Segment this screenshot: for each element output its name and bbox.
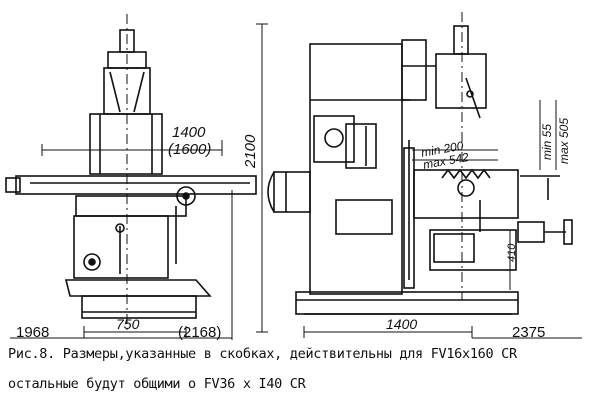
machine-drawing [5,12,582,340]
dim-vertical-min: min 55 [540,123,554,160]
dim-base-width-right: 1400 [386,316,418,332]
dim-width-top: 1400 [172,124,206,141]
figure-caption-line-2: остальные будут общими о FV36 х I40 CR [8,376,306,392]
label-right-width: 2375 [512,324,546,341]
label-left-width-alt: (2168) [178,324,222,341]
dim-height-total: 2100 [242,134,259,168]
right-view [256,12,582,339]
figure-caption-line-1: Рис.8. Размеры,указанные в скобках, дейс… [8,346,517,362]
dim-vertical-max: max 505 [557,117,571,164]
dim-slide-height: 410 [506,243,518,262]
label-left-width: 1968 [16,324,50,341]
left-view [5,14,257,340]
dim-base-width-left: 750 [116,316,140,332]
dim-width-top-alt: (1600) [168,141,212,158]
